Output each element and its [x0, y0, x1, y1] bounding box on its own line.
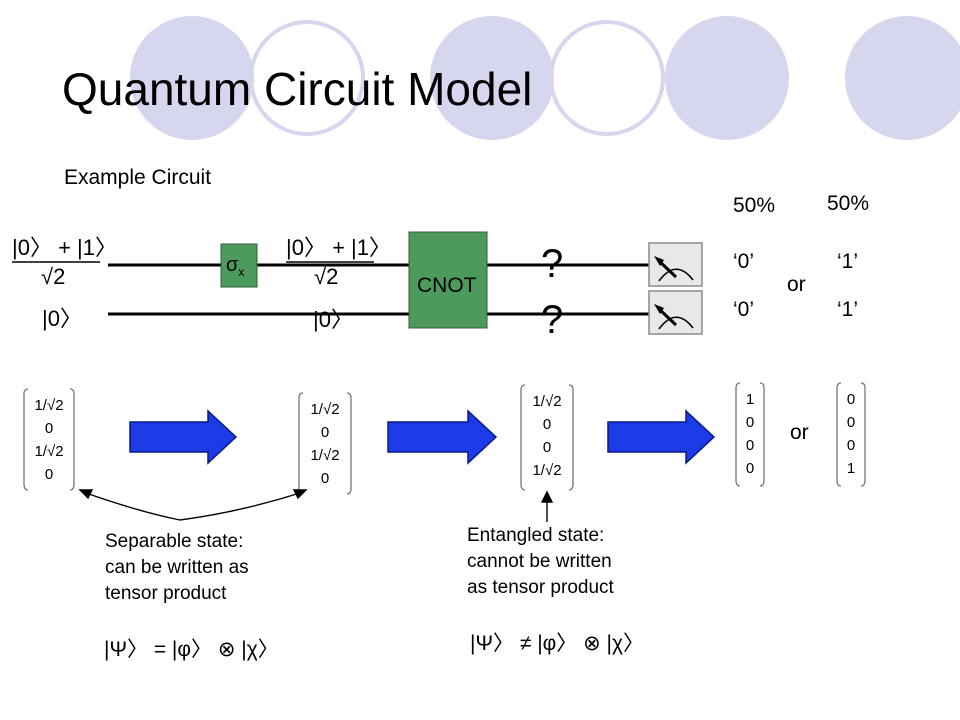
- decor-circle-5: [549, 20, 665, 136]
- decor-circle-6: [845, 16, 960, 140]
- mid-state-numerator: |0〉 + |1〉: [286, 235, 391, 260]
- decor-circle-4: [665, 16, 789, 140]
- sigma-x-gate: [220, 243, 258, 288]
- entangled-note: Entangled state: cannot be written as te…: [467, 525, 614, 598]
- mid-state-denominator: √2: [314, 264, 339, 289]
- decor-circle-1: [130, 16, 254, 140]
- input-state-bottom: |0〉: [42, 306, 82, 331]
- vector-brackets: [23, 382, 866, 495]
- meter-top: [648, 242, 703, 287]
- transition-arrow-1: [129, 409, 238, 465]
- transition-arrow-3: [607, 409, 716, 465]
- outcome-or: or: [787, 273, 806, 296]
- sigma-x-label: σx: [226, 254, 245, 279]
- cnot-label: CNOT: [417, 274, 477, 297]
- input-state-denominator: √2: [41, 264, 66, 289]
- outcome-top-left: ‘0’: [733, 250, 755, 273]
- slide-title: Quantum Circuit Model: [62, 63, 533, 115]
- probability-right: 50%: [827, 192, 870, 215]
- decor-circle-3: [430, 16, 554, 140]
- question-mark-bottom: ?: [541, 298, 564, 342]
- outcome-bottom-left: ‘0’: [733, 298, 755, 321]
- input-state-numerator: |0〉 + |1〉: [12, 235, 117, 260]
- entangled-pointer-arrow: [540, 490, 554, 522]
- decor-circle-2: [249, 20, 365, 136]
- mid-state-bottom: |0〉: [313, 307, 353, 332]
- transition-arrow-2: [387, 409, 498, 465]
- entangled-formula: |Ψ〉 ≠ |φ〉 ⊗ |χ〉: [470, 632, 645, 655]
- probability-left: 50%: [733, 194, 776, 217]
- decorative-circles: [130, 16, 960, 140]
- outcome-bottom-right: ‘1’: [837, 298, 859, 321]
- subtitle-example-circuit: Example Circuit: [64, 166, 212, 189]
- separable-note: Separable state: can be written as tenso…: [105, 531, 249, 604]
- vector-or: or: [790, 421, 809, 444]
- cnot-gate: [408, 231, 488, 329]
- question-mark-top: ?: [541, 242, 564, 286]
- meter-bottom: [648, 290, 703, 335]
- separable-formula: |Ψ〉 = |φ〉 ⊗ |χ〉: [104, 638, 279, 661]
- outcome-top-right: ‘1’: [837, 250, 859, 273]
- separable-pointer-arrows: [78, 489, 308, 521]
